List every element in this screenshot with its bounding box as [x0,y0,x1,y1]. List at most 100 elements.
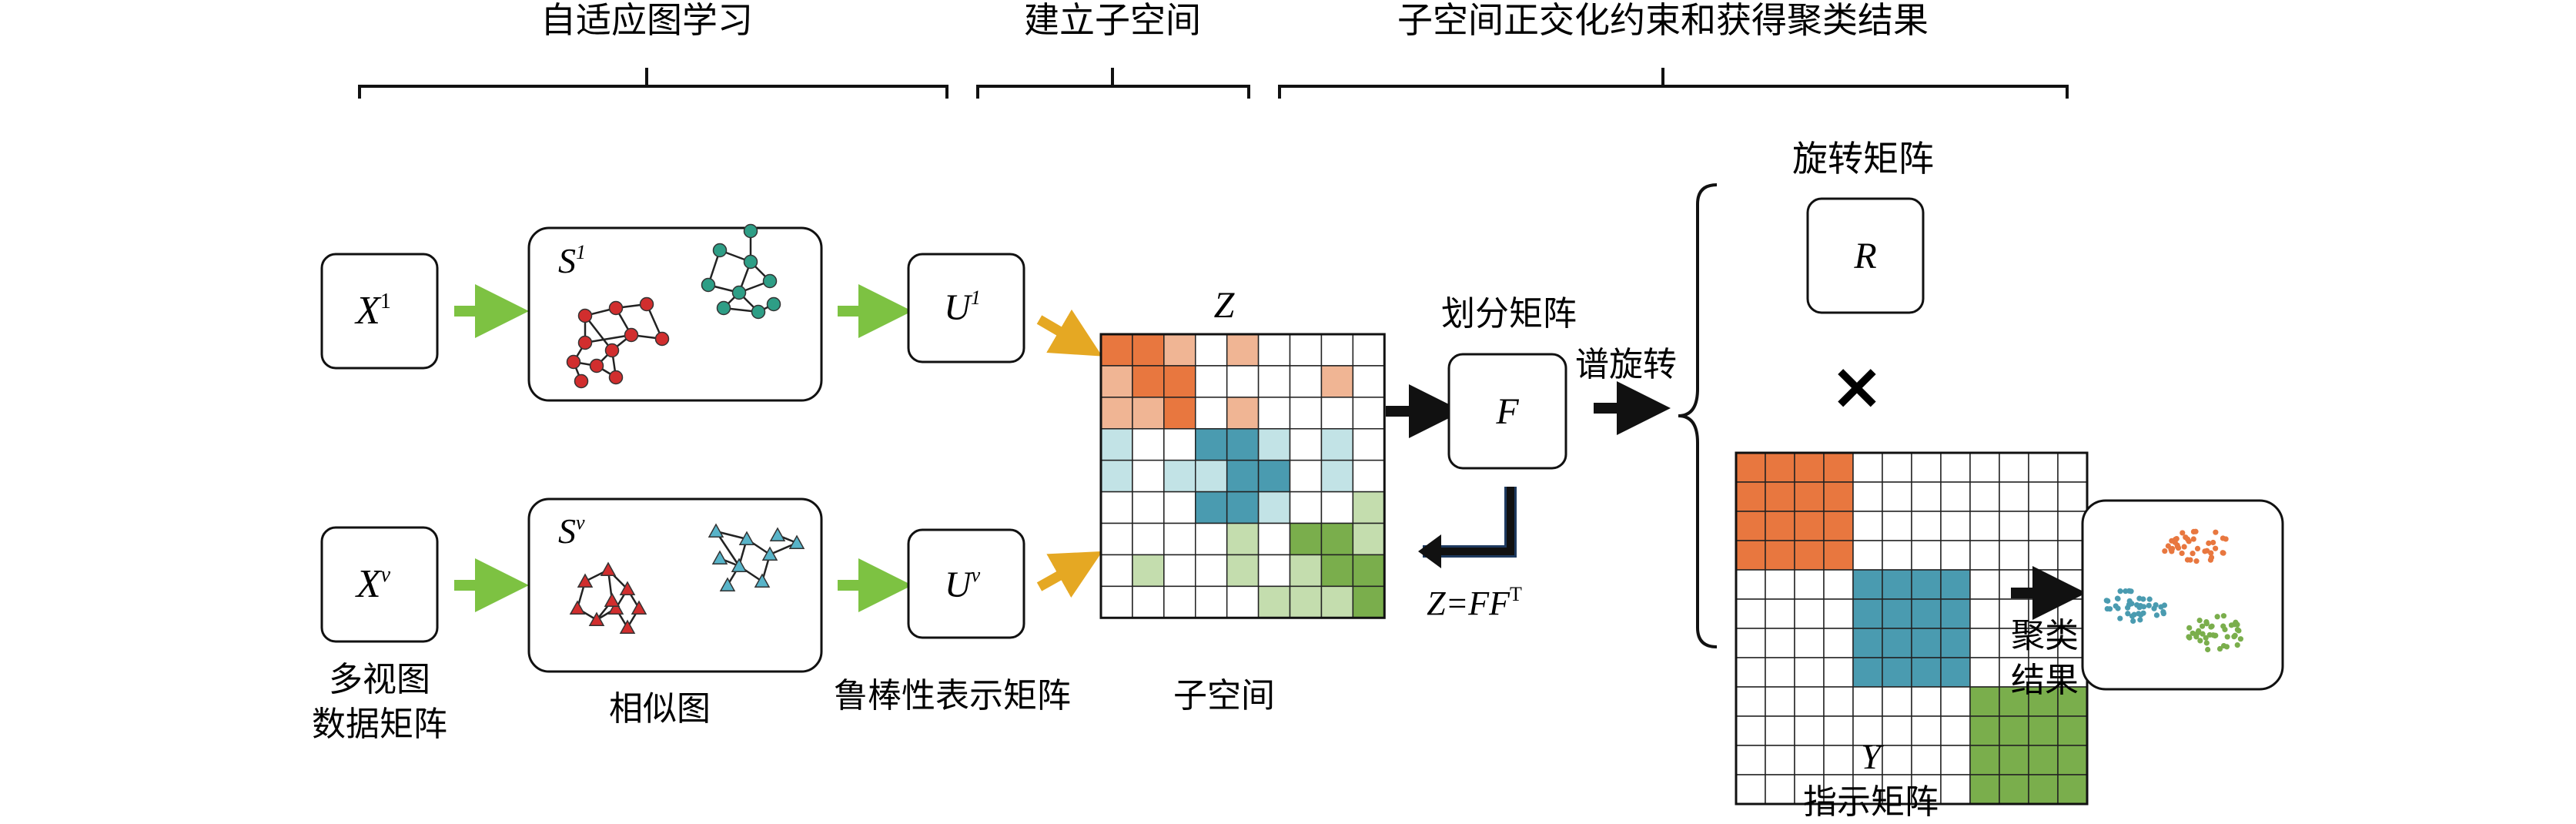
graph-s1-teal-node [743,254,758,270]
graph-s1-teal-node [712,243,728,258]
y-cell [1882,657,1912,688]
z-cell [1226,554,1260,588]
cluster-point [2125,605,2131,611]
y-cell [1940,511,1971,541]
y-cell [2057,686,2088,717]
cluster-point [2234,642,2240,648]
y-cell [1969,774,2000,805]
result-caption-line2: 结果 [2011,661,2079,700]
graph-s1-teal-node [766,296,781,312]
z-cell [1163,333,1196,367]
cluster-point [2216,645,2223,652]
y-cell [1911,628,1942,658]
cluster-point [2134,601,2140,608]
y-cell [1940,598,1971,629]
z-cell [1100,554,1133,588]
cluster-point [2140,604,2147,610]
y-cell [1969,569,2000,600]
z-cell [1289,333,1323,367]
graph-s1-red-node [608,300,624,316]
cluster-point [2220,613,2227,619]
y-cell [1735,774,1766,805]
y-cell [1794,511,1825,541]
y-cell [1940,481,1971,512]
y-cell [1852,452,1883,483]
z-cell [1132,522,1165,556]
z-cell [1289,585,1323,619]
z-cell [1195,585,1228,619]
cluster-point [2173,535,2180,542]
y-cell [1911,452,1942,483]
z-cell [1163,585,1196,619]
y-cell [2028,481,2059,512]
cluster-point [2196,617,2203,624]
cluster-point [2160,609,2166,615]
cluster-point [2128,588,2134,595]
graph-sv-blue-node [769,527,786,541]
graph-s1-red-node [566,354,581,370]
y-cell [1882,774,1912,805]
y-cell [1940,745,1971,775]
y-cell [1911,686,1942,717]
indicator-label: Y [1861,737,1884,776]
z-cell [1257,365,1291,398]
similarity-box-s1 [527,226,823,402]
y-cell [1911,511,1942,541]
y-cell [1735,452,1766,483]
result-caption-line1: 聚类 [2011,616,2079,655]
z-cell [1132,491,1165,524]
input-label-xv: Xv [355,562,391,606]
y-cell [1735,657,1766,688]
z-cell [1132,397,1165,430]
y-cell [1765,686,1795,717]
y-cell [1735,745,1766,775]
graph-s1-red-edge [584,315,613,351]
z-cell [1100,428,1133,461]
cluster-point [2209,623,2215,629]
z-cell [1132,333,1165,367]
cluster-point [2180,530,2186,536]
rotation-box [1806,197,1925,314]
input-label-x1: X1 [354,289,391,333]
y-cell [1940,452,1971,483]
cluster-point [2186,634,2192,640]
z-cell [1257,554,1291,588]
y-cell [1765,745,1795,775]
y-cell [1794,569,1825,600]
z-cell [1320,459,1354,493]
cluster-point [2194,545,2201,552]
y-cell [1794,686,1825,717]
z-cell [1257,491,1291,524]
z-cell [1132,428,1165,461]
cluster-point [2126,598,2133,605]
multiply-symbol: × [1830,348,1884,424]
y-cell [1735,511,1766,541]
z-cell [1195,333,1228,367]
y-cell [1823,628,1854,658]
cluster-point [2203,635,2209,641]
cluster-point [2190,528,2197,534]
stage-label-adaptive-graph: 自适应图学习 [540,0,753,41]
z-cell [1100,585,1133,619]
graph-sv-blue-node [738,531,755,545]
z-cell [1163,428,1196,461]
cluster-point [2190,551,2196,557]
y-cell [1852,598,1883,629]
y-cell [2028,511,2059,541]
cluster-point [2222,626,2228,633]
y-cell [1852,657,1883,688]
cluster-point [2136,595,2143,601]
y-cell [1735,540,1766,571]
cluster-point [2179,550,2185,557]
graph-sv-blue-node [754,573,771,588]
y-cell [1911,657,1942,688]
cluster-point [2223,644,2230,650]
z-cell [1352,459,1386,493]
graph-s1-teal-node [716,300,731,316]
cluster-point [2199,623,2206,629]
y-cell [2057,715,2088,746]
z-cell [1100,397,1133,430]
y-cell [1882,686,1912,717]
cluster-point [2213,529,2219,535]
y-cell [2028,715,2059,746]
